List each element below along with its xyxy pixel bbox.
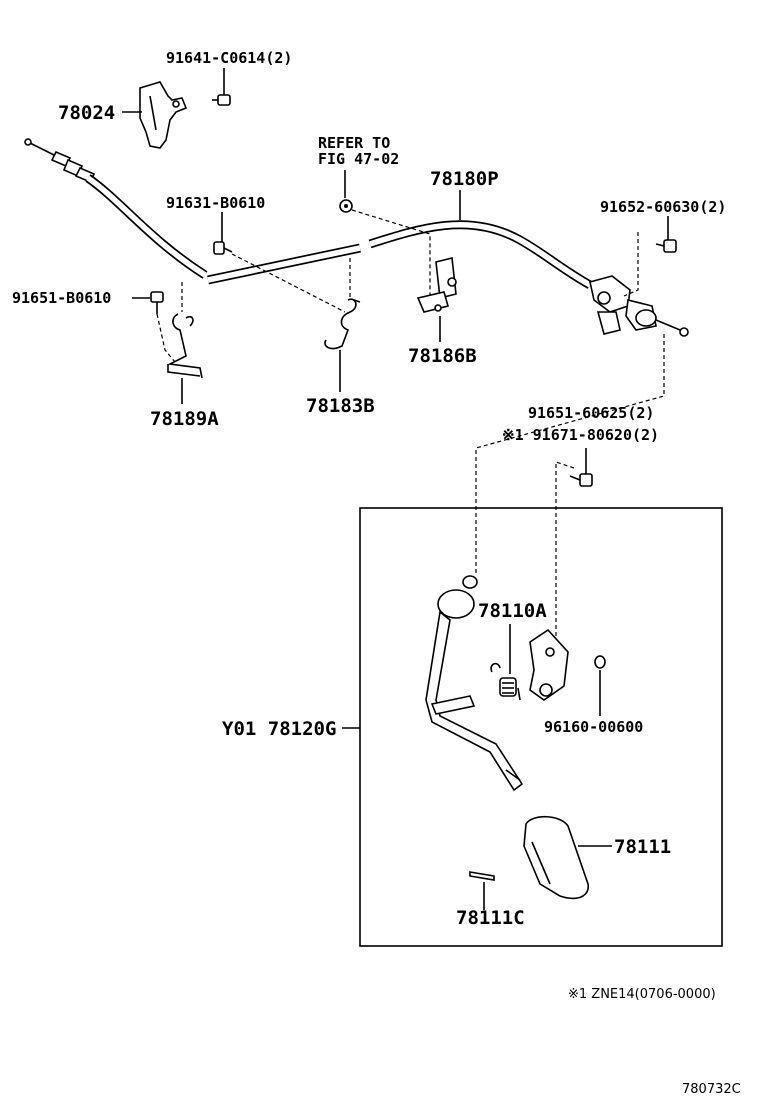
bolt-91671-80620[interactable] bbox=[569, 473, 593, 487]
label-78183b[interactable]: 78183B bbox=[306, 395, 375, 417]
clamp-78186b[interactable] bbox=[416, 257, 457, 313]
dash-91671 bbox=[555, 461, 575, 636]
label-78024[interactable]: 78024 bbox=[58, 102, 115, 124]
bolt-91641-c0614[interactable] bbox=[212, 94, 231, 106]
cable-78180p[interactable] bbox=[24, 138, 689, 337]
label-78110a[interactable]: 78110A bbox=[478, 600, 547, 622]
bolt-91652-60630[interactable] bbox=[655, 239, 677, 253]
spring-78110a[interactable] bbox=[490, 662, 521, 701]
label-96160-00600[interactable]: 96160-00600 bbox=[544, 718, 643, 736]
dash-91631 bbox=[231, 253, 346, 313]
refer-text-line1: REFER TO bbox=[318, 134, 390, 152]
label-91671-80620[interactable]: ※1 91671-80620(2) bbox=[502, 426, 659, 444]
label-91651-60625[interactable]: 91651-60625(2) bbox=[528, 404, 654, 422]
pin-78111c[interactable] bbox=[469, 871, 495, 881]
clip-96160-00600[interactable] bbox=[594, 655, 606, 669]
pedal-lever-78120g[interactable] bbox=[425, 575, 524, 792]
label-91631-b0610[interactable]: 91631-B0610 bbox=[166, 194, 265, 212]
label-y01-78120g[interactable]: Y01 78120G bbox=[222, 718, 336, 740]
pedal-pad-78111[interactable] bbox=[523, 815, 589, 900]
dash-refer bbox=[351, 209, 431, 300]
label-78180p[interactable]: 78180P bbox=[430, 168, 499, 190]
label-91651-b0610[interactable]: 91651-B0610 bbox=[12, 289, 111, 307]
bracket-78024[interactable] bbox=[139, 81, 188, 149]
label-78189a[interactable]: 78189A bbox=[150, 408, 219, 430]
pedal-assembly-box bbox=[359, 507, 723, 947]
refer-text-line2[interactable]: FIG 47-02 bbox=[318, 150, 399, 168]
label-78111c[interactable]: 78111C bbox=[456, 907, 525, 929]
bolt-91651-b0610[interactable] bbox=[150, 291, 164, 314]
dash-91651-b bbox=[156, 313, 176, 363]
dash-91652 bbox=[623, 232, 639, 297]
clamp-78189a[interactable] bbox=[167, 313, 203, 379]
label-78186b[interactable]: 78186B bbox=[408, 345, 477, 367]
pedal-bracket[interactable] bbox=[529, 628, 569, 701]
clip-78183b[interactable] bbox=[324, 298, 361, 350]
dash-91651-60625 bbox=[475, 334, 665, 576]
label-91652-60630[interactable]: 91652-60630(2) bbox=[600, 198, 726, 216]
diagram-code: 780732C bbox=[682, 1082, 741, 1097]
label-91641-c0614[interactable]: 91641-C0614(2) bbox=[166, 49, 292, 67]
bolt-91631-b0610[interactable] bbox=[213, 241, 233, 255]
footnote: ※1 ZNE14(0706-0000) bbox=[568, 987, 716, 1002]
label-78111[interactable]: 78111 bbox=[614, 836, 671, 858]
refer-grommet[interactable] bbox=[339, 199, 353, 213]
